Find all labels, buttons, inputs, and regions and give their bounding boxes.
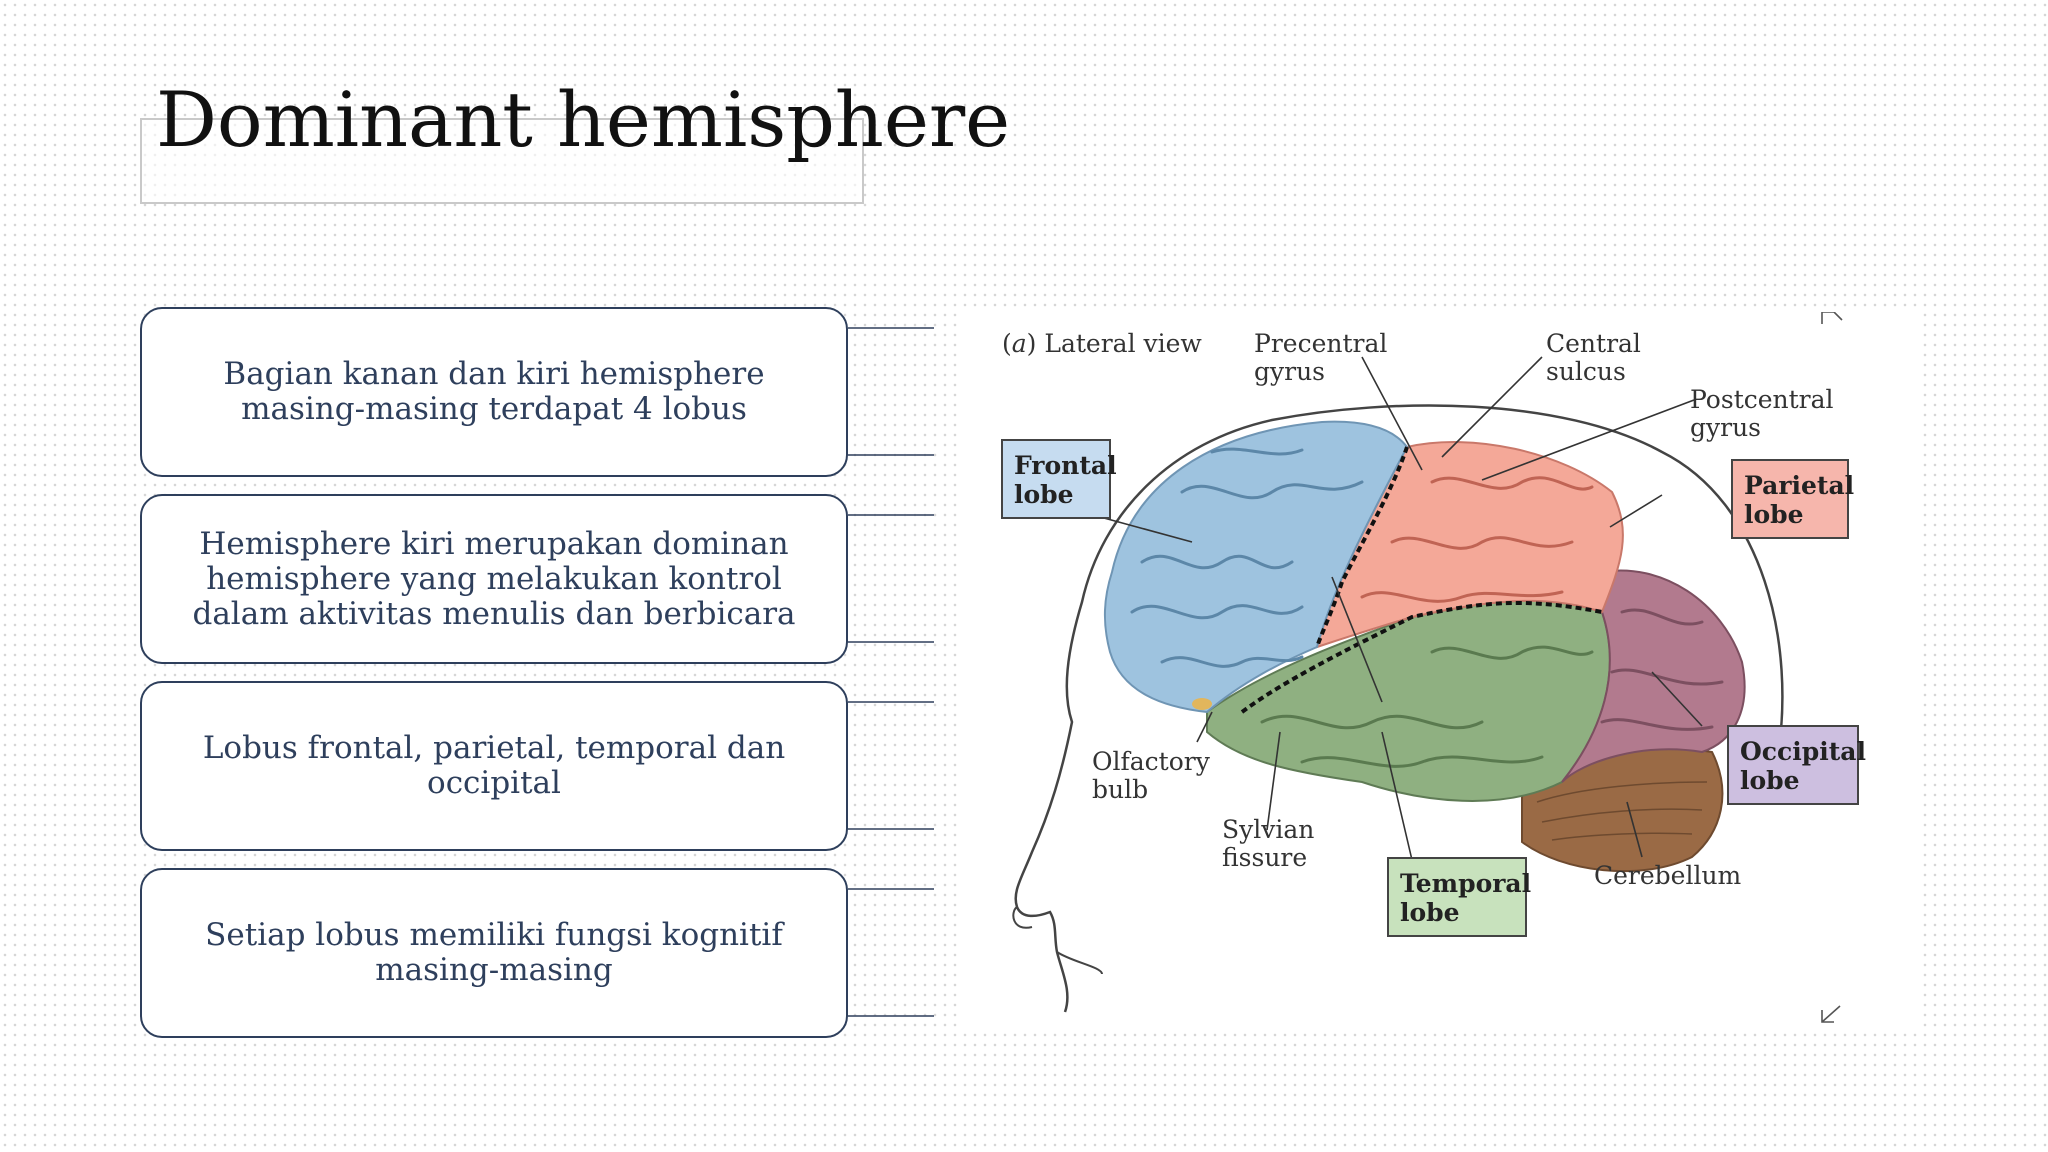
info-card-4: Setiap lobus memiliki fungsi kognitif ma… [140, 868, 848, 1038]
parietal-lobe-label-2: lobe [1744, 500, 1804, 529]
frontal-lobe-tag: Frontal lobe [1001, 439, 1117, 519]
view-caption: (a) Lateral view [1002, 329, 1202, 358]
occipital-lobe-label-2: lobe [1740, 766, 1800, 795]
view-letter: a [1012, 329, 1027, 358]
precentral-gyrus-label-2: gyrus [1254, 357, 1325, 386]
occipital-lobe-tag: Occipital lobe [1727, 725, 1866, 805]
temporal-lobe-label: Temporal [1400, 869, 1531, 898]
sylvian-fissure-line [1240, 600, 1603, 714]
brain-diagram-svg: (a) Lateral view Precentral gyrus Centra… [1001, 312, 1866, 1023]
info-card-text: Lobus frontal, parietal, temporal dan oc… [202, 730, 786, 801]
chin-outline [1056, 951, 1103, 975]
resize-handle-top-right[interactable] [1821, 312, 1843, 324]
precentral-gyrus-label: Precentral [1254, 329, 1387, 358]
frontal-lobe-label-2: lobe [1014, 480, 1074, 509]
temporal-lobe-tag: Temporal lobe [1387, 857, 1531, 937]
frontal-lobe-region [1103, 420, 1409, 714]
info-card-text: Bagian kanan dan kiri hemisphere masing-… [223, 356, 765, 427]
info-card-3: Lobus frontal, parietal, temporal dan oc… [140, 681, 848, 851]
nose-outline [1012, 906, 1033, 929]
sylvian-fissure-label-2: fissure [1222, 843, 1307, 872]
postcentral-gyrus-label: Postcentral [1690, 385, 1834, 414]
slide-title-text: Dominant hemisphere [156, 75, 1011, 164]
central-sulcus-label-2: sulcus [1546, 357, 1626, 386]
cerebellum-label: Cerebellum [1594, 861, 1742, 890]
olfactory-bulb-label: Olfactory [1092, 747, 1211, 776]
central-sulcus-label: Central [1546, 329, 1641, 358]
brain-diagram: (a) Lateral view Precentral gyrus Centra… [962, 312, 1922, 1028]
olfactory-bulb-shape [1192, 698, 1212, 710]
olfactory-bulb-label-2: bulb [1092, 775, 1148, 804]
postcentral-gyrus-label-2: gyrus [1690, 413, 1761, 442]
info-card-1: Bagian kanan dan kiri hemisphere masing-… [140, 307, 848, 477]
info-card-text: Hemisphere kiri merupakan dominan hemisp… [192, 525, 796, 632]
frontal-lobe-label: Frontal [1014, 451, 1117, 480]
head-outline [1014, 404, 1784, 1013]
temporal-lobe-label-2: lobe [1400, 898, 1460, 927]
parietal-lobe-tag: Parietal lobe [1731, 459, 1854, 539]
resize-handle-bottom-right[interactable] [1821, 1005, 1841, 1023]
parietal-lobe-label: Parietal [1744, 471, 1854, 500]
slide-title: Dominant hemisphere [156, 78, 1010, 162]
sylvian-fissure-label: Sylvian [1222, 815, 1314, 844]
title-placeholder-box [140, 118, 864, 204]
info-card-text: Setiap lobus memiliki fungsi kognitif ma… [205, 917, 783, 988]
occipital-lobe-label: Occipital [1740, 737, 1866, 766]
view-label: Lateral view [1044, 329, 1202, 358]
info-card-2: Hemisphere kiri merupakan dominan hemisp… [140, 494, 848, 664]
